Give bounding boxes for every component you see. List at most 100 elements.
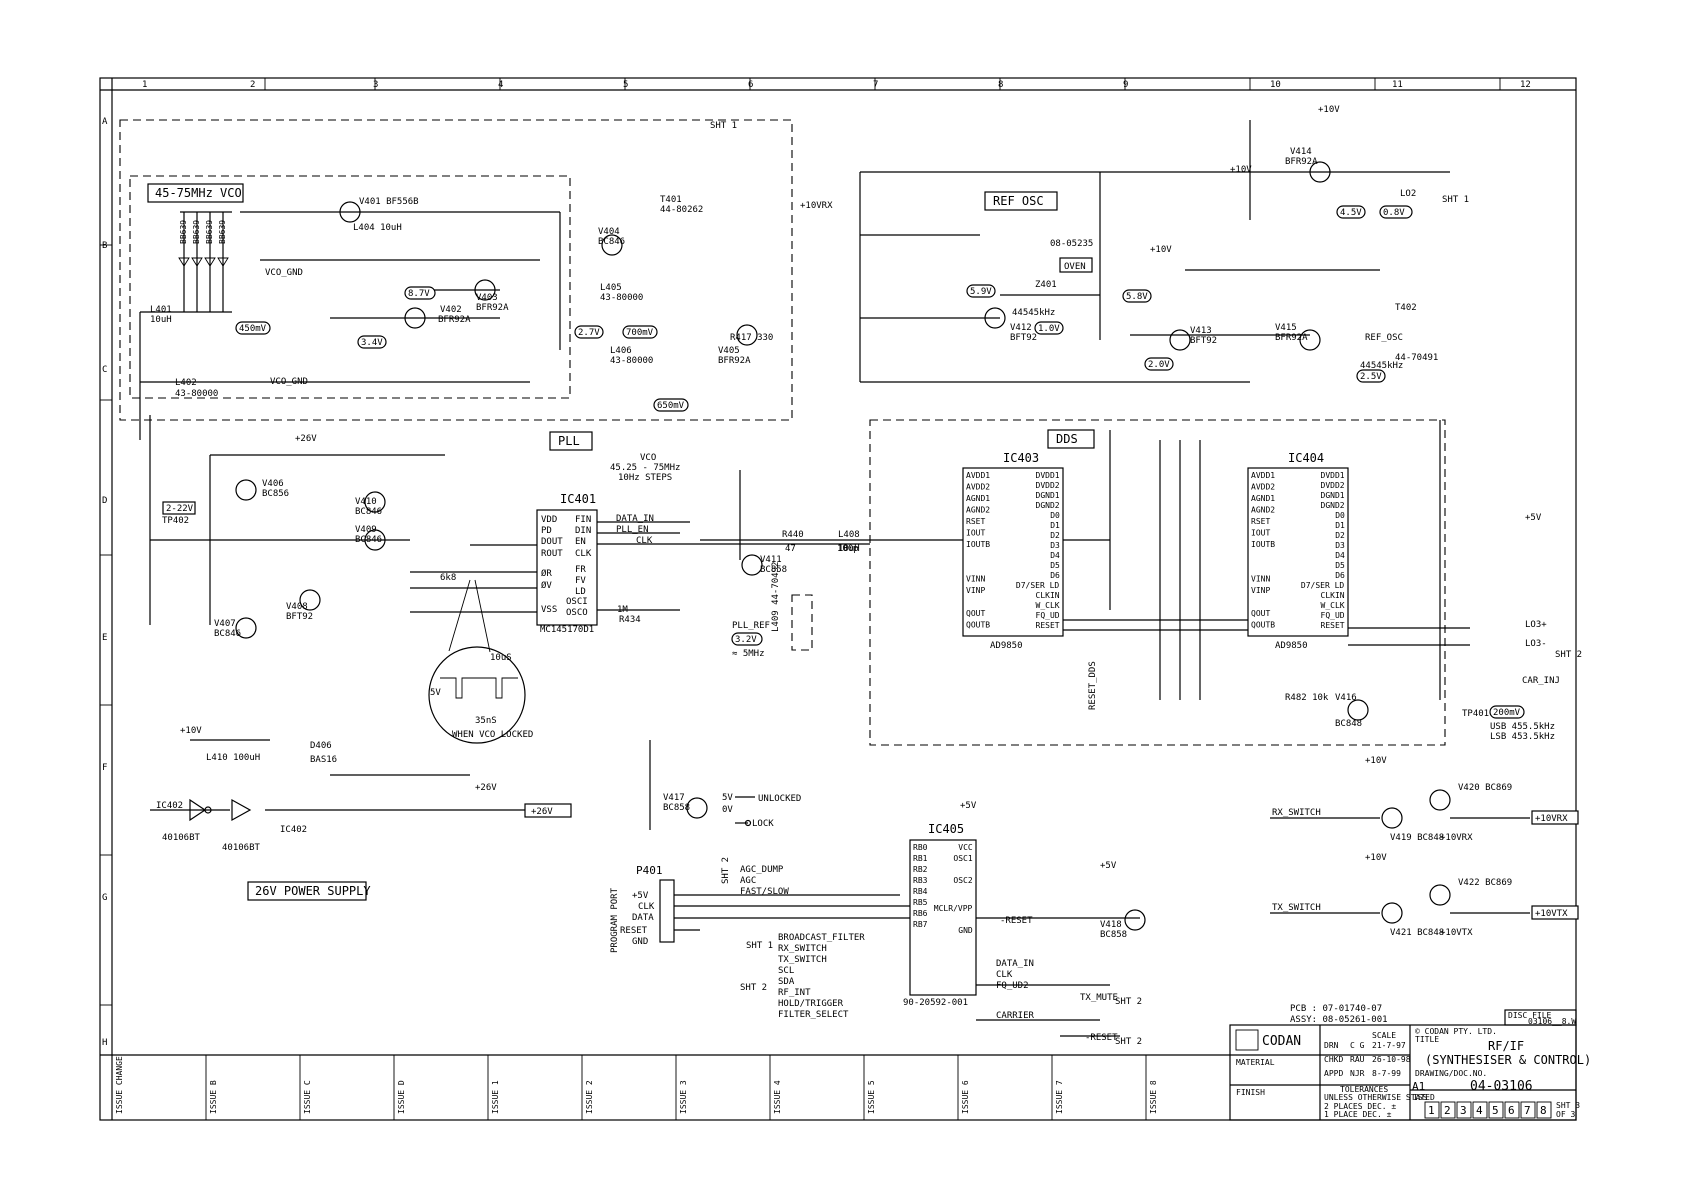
- svg-text:90-20592-001: 90-20592-001: [903, 998, 968, 1008]
- svg-text:UNLESS OTHERWISE STATED: UNLESS OTHERWISE STATED: [1324, 1093, 1435, 1102]
- svg-text:+26V: +26V: [295, 434, 317, 444]
- issue-col-2: ISSUE B: [209, 1080, 218, 1114]
- svg-text:BC846: BC846: [214, 629, 241, 639]
- svg-text:V418: V418: [1100, 920, 1122, 930]
- svg-text:700mV: 700mV: [626, 328, 654, 338]
- svg-text:DIN: DIN: [575, 526, 591, 536]
- col-6: 6: [748, 80, 753, 90]
- issue-col-7: ISSUE 3: [679, 1080, 688, 1114]
- svg-text:WHEN VCO LOCKED: WHEN VCO LOCKED: [452, 730, 533, 740]
- svg-text:GND: GND: [632, 937, 648, 947]
- issue-number-8: 8: [1540, 1104, 1547, 1117]
- svg-text:NJR: NJR: [1350, 1069, 1365, 1078]
- col-9: 9: [1123, 80, 1128, 90]
- ic404-pin-qoutb: QOUTB: [1251, 621, 1275, 630]
- ic401-body: [536, 509, 598, 626]
- svg-text:V407: V407: [214, 619, 236, 629]
- svg-text:ROUT: ROUT: [541, 549, 563, 559]
- ic403-pin-vinp: VINP: [966, 586, 985, 595]
- svg-text:+10V: +10V: [1365, 853, 1387, 863]
- codan-logo-icon: [1235, 1029, 1259, 1051]
- transistor-v417: [686, 797, 708, 819]
- ic403-pin-agnd2: AGND2: [966, 506, 990, 515]
- transistor-v406: [235, 479, 257, 501]
- svg-text:40106BT: 40106BT: [162, 833, 201, 843]
- assy-number: ASSY: 08-05261-001: [1290, 1015, 1388, 1025]
- ic405-pin-rb0: RB0: [913, 843, 928, 852]
- svg-text:40106BT: 40106BT: [222, 843, 261, 853]
- ic403-pin-qoutb: QOUTB: [966, 621, 990, 630]
- vco-title: 45-75MHz VCO: [155, 186, 242, 200]
- svg-text:AGC: AGC: [740, 876, 756, 886]
- psu-out-26v: +26V: [531, 807, 553, 817]
- ic404-pin-vinn: VINN: [1251, 575, 1270, 584]
- svg-text:EN: EN: [575, 537, 586, 547]
- ic405-section: IC405 90-20592-001 RB0RB1RB2RB3RB4RB5RB6…: [610, 801, 1146, 1047]
- ic404-pin-agnd1: AGND1: [1251, 494, 1275, 503]
- svg-text:V406: V406: [262, 479, 284, 489]
- svg-text:08-05235: 08-05235: [1050, 239, 1093, 249]
- ic404-body: [1247, 467, 1349, 637]
- ic404-pin-wclk: W_CLK: [1321, 601, 1345, 610]
- svg-text:BB639: BB639: [179, 220, 188, 244]
- column-ruler: 1 2 3 4 5 6 7 8 9 10 11 12: [142, 78, 1531, 90]
- svg-text:Z401: Z401: [1035, 280, 1057, 290]
- svg-text:V404: V404: [598, 227, 620, 237]
- issue-number-3: 3: [1460, 1104, 1467, 1117]
- svg-text:BC858: BC858: [663, 803, 690, 813]
- svg-text:43-80000: 43-80000: [600, 293, 643, 303]
- svg-text:HOLD/TRIGGER: HOLD/TRIGGER: [778, 999, 844, 1009]
- row-f: F: [102, 763, 107, 773]
- svg-text:3.4V: 3.4V: [361, 338, 383, 348]
- svg-text:BFR92A: BFR92A: [1275, 333, 1308, 343]
- ic404-pin-dgnd1: DGND1: [1321, 491, 1345, 500]
- ic404-pin-d0: D0: [1335, 511, 1345, 520]
- ic405-pin-osc2: OSC2: [953, 876, 972, 885]
- issue-col-8: ISSUE 4: [773, 1080, 782, 1114]
- svg-text:V417: V417: [663, 793, 685, 803]
- svg-text:2-22V: 2-22V: [166, 504, 194, 514]
- svg-text:V419 BC848: V419 BC848: [1390, 833, 1444, 843]
- ic405-pin-osc1: OSC1: [953, 854, 972, 863]
- vco-title-box: [147, 183, 244, 203]
- svg-text:IC402: IC402: [280, 825, 307, 835]
- svg-text:DISC FILE: DISC FILE: [1508, 1011, 1552, 1020]
- ic403-label: IC403: [1003, 451, 1039, 465]
- svg-text:+5V: +5V: [1100, 861, 1117, 871]
- svg-text:OF 3: OF 3: [1556, 1110, 1575, 1119]
- ic404-pin-avdd1: AVDD1: [1251, 471, 1275, 480]
- pll-section: PLL IC401 MC145170D1 VDD PD DOUT ROUT ØR…: [149, 415, 870, 830]
- ic403-pin-d2: D2: [1050, 531, 1060, 540]
- ic403-pin-d5: D5: [1050, 561, 1060, 570]
- ic403-pin-d3: D3: [1050, 541, 1060, 550]
- ic404-pin-d1: D1: [1335, 521, 1345, 530]
- issue-col-10: ISSUE 6: [961, 1080, 970, 1114]
- svg-text:43-80000: 43-80000: [610, 356, 653, 366]
- issue-col-6: ISSUE 2: [585, 1080, 594, 1114]
- svg-text:200mV: 200mV: [1493, 708, 1521, 718]
- svg-text:44-70491: 44-70491: [1395, 353, 1438, 363]
- ic403-pin-agnd1: AGND1: [966, 494, 990, 503]
- ic404-pin-d6: D6: [1335, 571, 1345, 580]
- svg-text:03106__8.W: 03106__8.W: [1528, 1017, 1576, 1026]
- svg-text:-RESET: -RESET: [1000, 916, 1033, 926]
- connector-p401: [659, 879, 675, 943]
- ic405-pin-gnd: GND: [958, 926, 973, 935]
- rx-switch-label: RX_SWITCH: [1272, 808, 1321, 818]
- svg-text:LOCK: LOCK: [752, 819, 774, 829]
- svg-text:OSCO: OSCO: [566, 608, 588, 618]
- svg-text:SHT 2: SHT 2: [740, 983, 767, 993]
- svg-text:BB639: BB639: [192, 220, 201, 244]
- svg-text:TOLERANCES: TOLERANCES: [1340, 1085, 1388, 1094]
- col-4: 4: [498, 80, 503, 90]
- svg-text:LD: LD: [575, 587, 586, 597]
- svg-text:REF_OSC: REF_OSC: [1365, 333, 1403, 343]
- ic403-pin-wclk: W_CLK: [1036, 601, 1060, 610]
- svg-text:2.0V: 2.0V: [1148, 360, 1170, 370]
- svg-text:BC846: BC846: [355, 507, 382, 517]
- out-10vrx: +10VRX: [1535, 814, 1568, 824]
- ic405-pin-rb2: RB2: [913, 865, 928, 874]
- issue-number-4: 4: [1476, 1104, 1483, 1117]
- svg-text:+10VRX: +10VRX: [1440, 833, 1473, 843]
